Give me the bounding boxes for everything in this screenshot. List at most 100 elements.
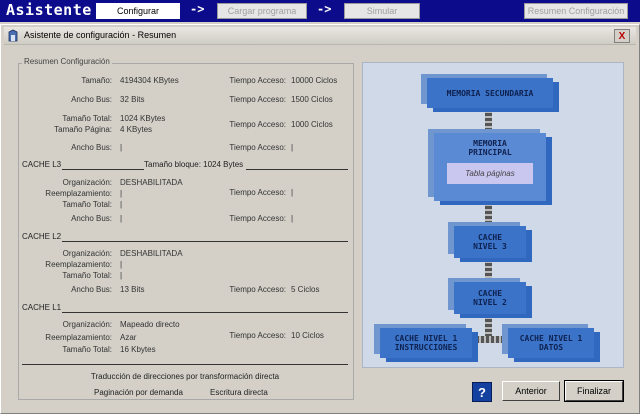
l1-org-value: Mapeado directo bbox=[120, 320, 180, 329]
mem-size-value: 4194304 KBytes bbox=[120, 76, 179, 85]
cache-l1-header: CACHE L1 bbox=[22, 303, 62, 312]
summary-group bbox=[18, 63, 354, 400]
cache-l3-header: CACHE L3 bbox=[22, 160, 62, 169]
mem-bus2-value: | bbox=[120, 143, 123, 152]
l2-bus-value: 13 Bits bbox=[120, 285, 145, 294]
cache-l1i-label-1: CACHE NIVEL 1 bbox=[394, 334, 458, 343]
finish-button[interactable]: Finalizar bbox=[564, 380, 624, 402]
mem-page-label: Tamaño Página: bbox=[54, 125, 112, 134]
l3-access2-value: | bbox=[291, 214, 294, 223]
cache-l1-data-box: CACHE NIVEL 1 DATOS bbox=[508, 328, 594, 358]
app-icon bbox=[8, 29, 18, 42]
connector-chain bbox=[485, 201, 492, 226]
l1-repl-label: Reemplazamiento: bbox=[45, 333, 112, 342]
l3-repl-label: Reemplazamiento: bbox=[45, 189, 112, 198]
divider bbox=[62, 241, 348, 242]
cache-l1d-label-1: CACHE NIVEL 1 bbox=[519, 334, 583, 343]
mem-total-label: Tamaño Total: bbox=[62, 114, 112, 123]
memory-hierarchy-diagram bbox=[362, 62, 624, 368]
cache-l1i-label-2: INSTRUCCIONES bbox=[394, 343, 458, 352]
help-button[interactable]: ? bbox=[472, 382, 492, 402]
l3-total-label: Tamaño Total: bbox=[62, 200, 112, 209]
cache-l2-header: CACHE L2 bbox=[22, 232, 62, 241]
cache-l1-instructions-box: CACHE NIVEL 1 INSTRUCCIONES bbox=[380, 328, 472, 358]
connector-chain bbox=[485, 258, 492, 282]
l2-org-value: DESHABILITADA bbox=[120, 249, 183, 258]
l2-access-label: Tiempo Acceso: bbox=[229, 285, 286, 294]
page-table-box: Tabla páginas bbox=[447, 163, 533, 184]
cache-l3-label-2: NIVEL 3 bbox=[473, 242, 507, 251]
connector-chain bbox=[485, 103, 492, 133]
summary-legend: Resumen Configuración bbox=[22, 57, 112, 66]
l3-bus-label: Ancho Bus: bbox=[71, 214, 112, 223]
step-cargar-button[interactable]: Cargar programa bbox=[217, 3, 307, 19]
step-configurar-button[interactable]: Configurar bbox=[96, 3, 180, 19]
l3-org-value: DESHABILITADA bbox=[120, 178, 183, 187]
l3-repl-value: | bbox=[120, 189, 123, 198]
l1-total-value: 16 Kbytes bbox=[120, 345, 156, 354]
l3-total-value: | bbox=[120, 200, 123, 209]
l3-access2-label: Tiempo Acceso: bbox=[229, 214, 286, 223]
cache-l2-box: CACHE NIVEL 2 bbox=[454, 282, 526, 314]
mem-size-label: Tamaño: bbox=[81, 76, 112, 85]
help-icon: ? bbox=[478, 384, 486, 400]
cache-l1d-label-2: DATOS bbox=[538, 343, 564, 352]
mem-bus-label: Ancho Bus: bbox=[71, 95, 112, 104]
mem-access3-label: Tiempo Acceso: bbox=[229, 120, 286, 129]
l2-bus-label: Ancho Bus: bbox=[71, 285, 112, 294]
secondary-memory-box: MEMORIA SECUNDARIA bbox=[427, 78, 553, 108]
close-button[interactable]: X bbox=[614, 29, 630, 43]
step-arrow: -> bbox=[317, 2, 332, 16]
mem-page-value: 4 KBytes bbox=[120, 125, 153, 134]
mem-access2-value: 1500 Ciclos bbox=[291, 95, 333, 104]
divider bbox=[62, 312, 348, 313]
l2-repl-value: | bbox=[120, 260, 123, 269]
l1-org-label: Organización: bbox=[62, 320, 112, 329]
l2-org-label: Organización: bbox=[62, 249, 112, 258]
l1-repl-value: Azar bbox=[120, 333, 137, 342]
previous-button[interactable]: Anterior bbox=[502, 381, 560, 401]
window-titlebar: Asistente de configuración - Resumen X bbox=[4, 27, 636, 45]
connector-chain bbox=[485, 314, 492, 339]
main-memory-box: MEMORIA PRINCIPAL Tabla páginas bbox=[434, 133, 546, 201]
l2-repl-label: Reemplazamiento: bbox=[45, 260, 112, 269]
l1-total-label: Tamaño Total: bbox=[62, 345, 112, 354]
secondary-memory-label: MEMORIA SECUNDARIA bbox=[446, 88, 534, 98]
cache-l3-block: Tamaño bloque: 1024 Bytes bbox=[144, 160, 244, 169]
mem-access2-label: Tiempo Acceso: bbox=[229, 95, 286, 104]
paging-text: Paginación por demanda bbox=[94, 388, 183, 397]
mem-bus-value: 32 Bits bbox=[120, 95, 145, 104]
step-arrow: -> bbox=[190, 2, 205, 16]
mem-access3-value: 1000 Ciclos bbox=[291, 120, 333, 129]
l1-access-label: Tiempo Acceso: bbox=[229, 331, 286, 340]
l3-org-label: Organización: bbox=[62, 178, 112, 187]
cache-l2-label-1: CACHE bbox=[477, 289, 503, 298]
mem-access4-label: Tiempo Acceso: bbox=[229, 143, 286, 152]
app-title: Asistente bbox=[6, 1, 92, 19]
close-icon: X bbox=[618, 30, 626, 42]
mem-total-value: 1024 KBytes bbox=[120, 114, 166, 123]
l3-access-value: | bbox=[291, 188, 294, 197]
l1-access-value: 10 Ciclos bbox=[291, 331, 324, 340]
l2-access-value: 5 Ciclos bbox=[291, 285, 320, 294]
l3-bus-value: | bbox=[120, 214, 123, 223]
mem-access-value: 10000 Ciclos bbox=[291, 76, 338, 85]
divider bbox=[22, 364, 348, 365]
page-table-label: Tabla páginas bbox=[465, 169, 515, 178]
l2-total-value: | bbox=[120, 271, 123, 280]
l2-total-label: Tamaño Total: bbox=[62, 271, 112, 280]
mem-bus2-label: Ancho Bus: bbox=[71, 143, 112, 152]
connector-chain bbox=[466, 336, 512, 343]
window-title: Asistente de configuración - Resumen bbox=[24, 30, 177, 40]
cache-l3-box: CACHE NIVEL 3 bbox=[454, 226, 526, 258]
write-policy-text: Escritura directa bbox=[210, 388, 268, 397]
mem-access-label: Tiempo Acceso: bbox=[229, 76, 286, 85]
l3-access-label: Tiempo Acceso: bbox=[229, 188, 286, 197]
divider bbox=[62, 169, 144, 170]
translation-text: Traducción de direcciones por transforma… bbox=[90, 372, 280, 381]
main-memory-label-2: PRINCIPAL bbox=[468, 148, 512, 157]
divider bbox=[246, 169, 348, 170]
step-resumen-button[interactable]: Resumen Configuración bbox=[524, 3, 628, 19]
cache-l2-label-2: NIVEL 2 bbox=[473, 298, 507, 307]
step-simular-button[interactable]: Simular bbox=[344, 3, 420, 19]
